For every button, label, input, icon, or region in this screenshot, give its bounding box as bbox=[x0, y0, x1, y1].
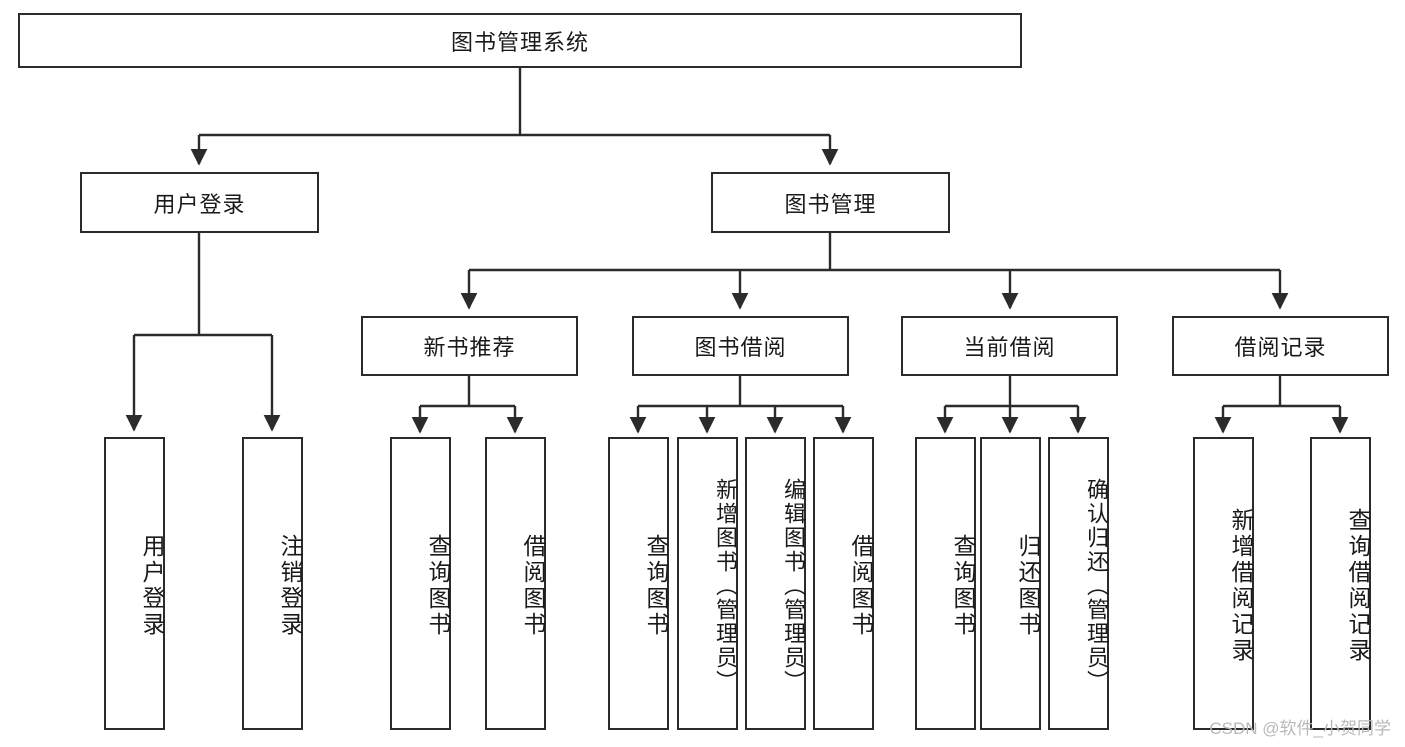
node-new-book-recommend[interactable]: 新书推荐 bbox=[361, 316, 578, 376]
node-book-borrow[interactable]: 图书借阅 bbox=[632, 316, 849, 376]
node-root-book-management-system[interactable]: 图书管理系统 bbox=[18, 13, 1022, 68]
node-leaf-user-login[interactable]: 用户登录 bbox=[104, 437, 165, 730]
node-label: 确认归还（管理员） bbox=[1084, 477, 1109, 694]
node-leaf-query-book-borrow[interactable]: 查询图书 bbox=[608, 437, 669, 730]
node-label: 用户登录 bbox=[153, 191, 246, 217]
node-leaf-borrow-book-recommend[interactable]: 借阅图书 bbox=[485, 437, 546, 730]
node-label: 新增借阅记录 bbox=[1228, 507, 1254, 664]
node-leaf-confirm-return-admin[interactable]: 确认归还（管理员） bbox=[1048, 437, 1109, 730]
node-label: 注销登录 bbox=[277, 533, 303, 638]
node-leaf-query-book-recommend[interactable]: 查询图书 bbox=[390, 437, 451, 730]
node-leaf-borrow-book[interactable]: 借阅图书 bbox=[813, 437, 874, 730]
node-leaf-query-borrow-record[interactable]: 查询借阅记录 bbox=[1310, 437, 1371, 730]
node-label: 借阅记录 bbox=[1234, 335, 1327, 360]
node-label: 新书推荐 bbox=[423, 335, 516, 360]
node-current-borrow[interactable]: 当前借阅 bbox=[901, 316, 1118, 376]
node-label: 查询图书 bbox=[425, 533, 451, 638]
node-leaf-add-book-admin[interactable]: 新增图书（管理员） bbox=[677, 437, 738, 730]
node-leaf-query-book-current[interactable]: 查询图书 bbox=[915, 437, 976, 730]
node-user-login[interactable]: 用户登录 bbox=[80, 172, 319, 233]
node-label: 图书借阅 bbox=[694, 335, 787, 360]
node-leaf-edit-book-admin[interactable]: 编辑图书（管理员） bbox=[745, 437, 806, 730]
node-label: 借阅图书 bbox=[520, 533, 546, 638]
node-book-management[interactable]: 图书管理 bbox=[711, 172, 950, 233]
node-label: 查询借阅记录 bbox=[1345, 507, 1371, 664]
node-label: 图书管理 bbox=[784, 191, 877, 217]
node-label: 归还图书 bbox=[1015, 533, 1041, 638]
node-label: 查询图书 bbox=[950, 533, 976, 638]
node-leaf-add-borrow-record[interactable]: 新增借阅记录 bbox=[1193, 437, 1254, 730]
node-label: 借阅图书 bbox=[848, 533, 874, 638]
node-borrow-record[interactable]: 借阅记录 bbox=[1172, 316, 1389, 376]
node-label: 当前借阅 bbox=[963, 335, 1056, 360]
watermark-text: CSDN @软件_小贺同学 bbox=[1209, 719, 1391, 738]
node-label: 编辑图书（管理员） bbox=[781, 477, 806, 694]
node-label: 新增图书（管理员） bbox=[713, 477, 738, 694]
node-leaf-logout-login[interactable]: 注销登录 bbox=[242, 437, 303, 730]
node-label: 用户登录 bbox=[139, 533, 165, 638]
node-label: 图书管理系统 bbox=[450, 29, 589, 55]
node-leaf-return-book[interactable]: 归还图书 bbox=[980, 437, 1041, 730]
node-label: 查询图书 bbox=[643, 533, 669, 638]
